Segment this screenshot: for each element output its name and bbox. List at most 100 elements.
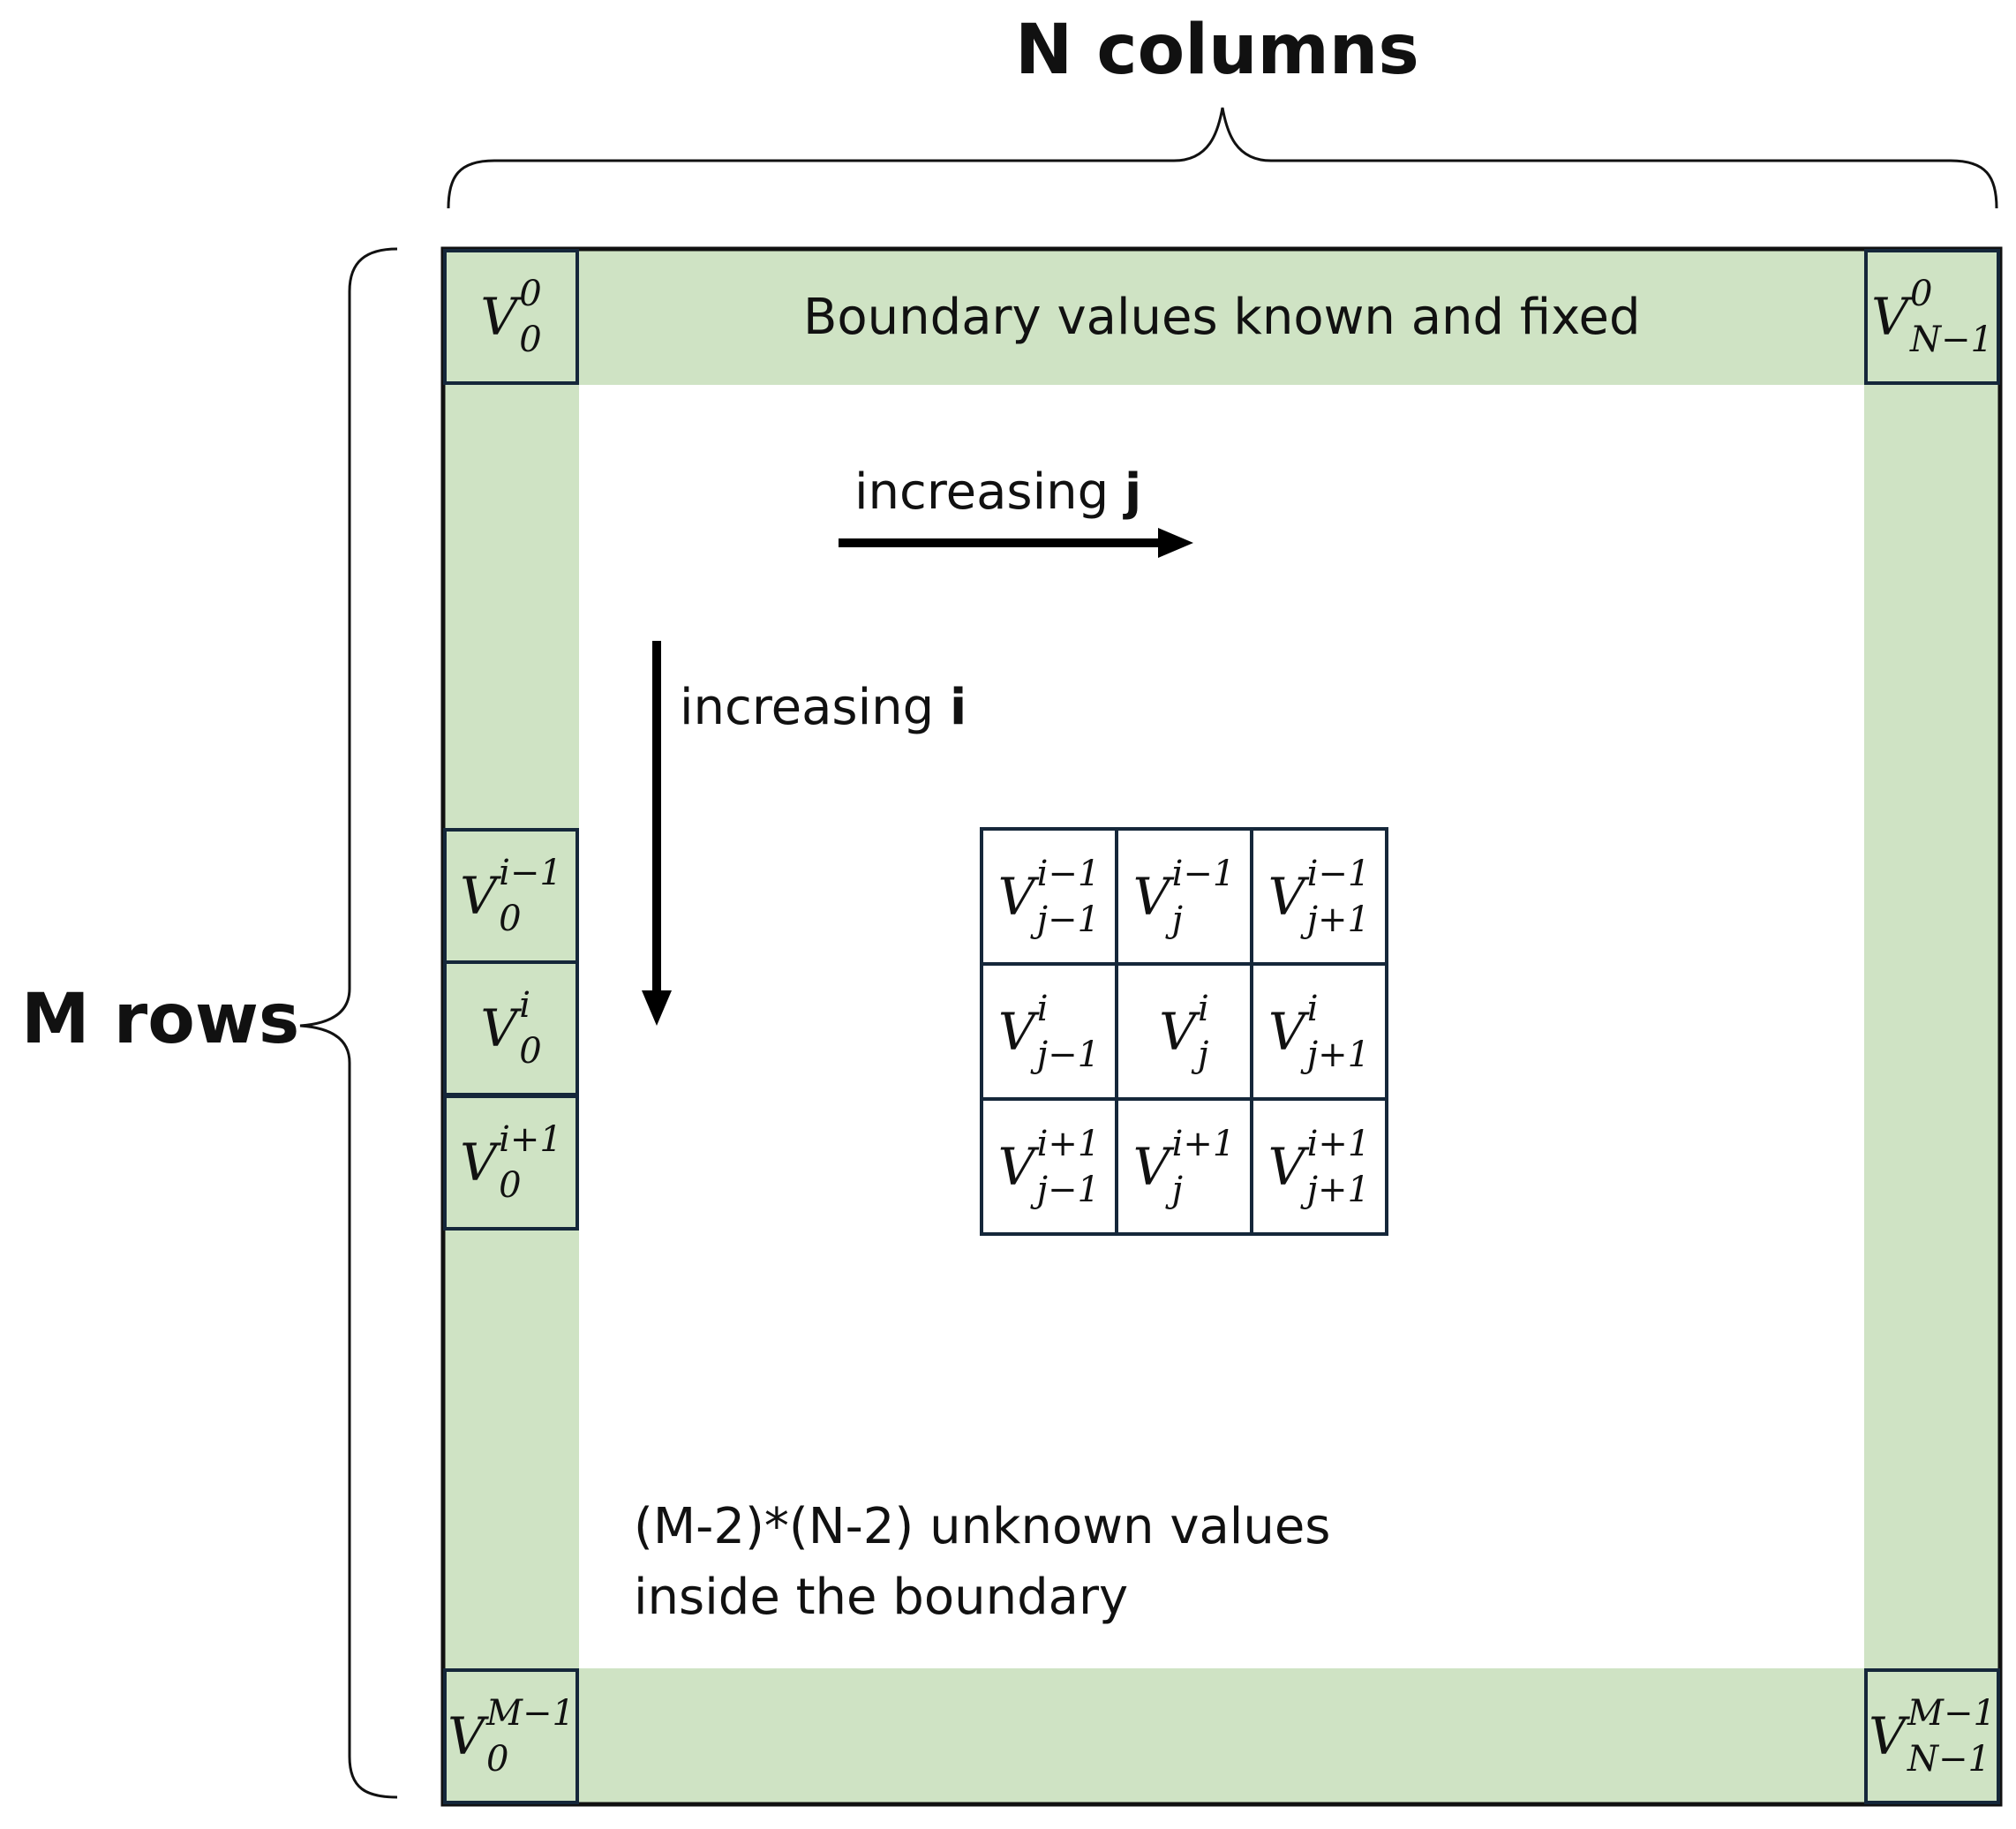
math-sup: i+1 bbox=[1171, 1123, 1236, 1164]
math-v: V bbox=[1268, 1001, 1305, 1062]
cell-left-expr: V i−1 0 bbox=[460, 855, 562, 937]
cell-left-i-plus-1: V i+1 0 bbox=[443, 1095, 579, 1231]
math-v: V bbox=[1268, 1136, 1305, 1197]
math-v: V bbox=[1871, 287, 1908, 347]
arrow-j-var: j bbox=[1124, 463, 1142, 521]
math-sub: N−1 bbox=[1909, 320, 1993, 360]
math-sub: 0 bbox=[485, 1739, 509, 1780]
columns-brace bbox=[447, 107, 1998, 209]
math-sub: 0 bbox=[499, 1165, 522, 1206]
math-sub: j+1 bbox=[1306, 1034, 1371, 1075]
math-v: V bbox=[997, 1136, 1035, 1197]
math-sup: 0 bbox=[519, 274, 542, 314]
arrow-i-var: i bbox=[949, 679, 967, 736]
math-sup: i bbox=[1198, 988, 1209, 1029]
math-sub: 0 bbox=[499, 899, 522, 939]
cell-bottom-left: V M−1 0 bbox=[443, 1668, 579, 1804]
math-v: V bbox=[1132, 1136, 1170, 1197]
cell-top-left-expr: V 0 0 bbox=[480, 276, 541, 358]
math-sup: M−1 bbox=[485, 1693, 575, 1734]
math-sup: i bbox=[519, 985, 531, 1026]
math-sub: j bbox=[1171, 1169, 1183, 1210]
arrow-i-text: increasing bbox=[680, 679, 950, 736]
math-sup: i−1 bbox=[1036, 853, 1101, 894]
math-sub: j bbox=[1171, 899, 1183, 940]
math-sub: j+1 bbox=[1306, 899, 1370, 940]
arrow-j-text: increasing bbox=[854, 463, 1125, 521]
unknowns-note-line1: (M-2)*(N-2) unknown values bbox=[634, 1498, 1331, 1555]
boundary-label: Boundary values known and fixed bbox=[803, 289, 1641, 346]
math-v: V bbox=[480, 998, 518, 1058]
math-sub: 0 bbox=[519, 320, 542, 360]
math-sup: i+1 bbox=[1306, 1123, 1371, 1164]
math-sub: j bbox=[1198, 1034, 1209, 1075]
math-v: V bbox=[460, 1133, 498, 1193]
cell-left-expr: V i 0 bbox=[480, 988, 541, 1069]
math-v: V bbox=[480, 287, 518, 347]
math-sub: j−1 bbox=[1036, 899, 1100, 940]
arrow-j-head bbox=[1158, 528, 1193, 558]
math-sup: i−1 bbox=[499, 853, 562, 893]
cell-top-left: V 0 0 bbox=[443, 249, 579, 385]
boundary-top-strip bbox=[443, 249, 2000, 385]
math-sub: 0 bbox=[519, 1031, 542, 1072]
arrow-i-label: increasing i bbox=[680, 683, 967, 733]
unknowns-note-line2: inside the boundary bbox=[634, 1569, 1129, 1626]
math-v: V bbox=[448, 1706, 485, 1766]
math-sup: i bbox=[1036, 988, 1049, 1029]
math-sup: 0 bbox=[1909, 274, 1933, 314]
rows-brace bbox=[299, 247, 398, 1799]
math-sub: j+1 bbox=[1306, 1169, 1370, 1210]
math-v: V bbox=[997, 1001, 1035, 1062]
arrow-j-label: increasing j bbox=[854, 468, 1141, 517]
cell-bottom-left-expr: V M−1 0 bbox=[448, 1696, 575, 1777]
math-v: V bbox=[1132, 866, 1170, 927]
math-sup: i−1 bbox=[1306, 853, 1371, 894]
math-sup: i+1 bbox=[1036, 1123, 1101, 1164]
unknowns-note: (M-2)*(N-2) unknown values inside the bo… bbox=[634, 1492, 1330, 1633]
cell-left-i: V i 0 bbox=[443, 960, 579, 1096]
math-v: V bbox=[997, 866, 1035, 927]
cell-left-expr: V i+1 0 bbox=[460, 1122, 562, 1203]
cell-left-i-minus-1: V i−1 0 bbox=[443, 828, 579, 964]
math-sub: N−1 bbox=[1907, 1739, 1990, 1780]
arrow-i-head bbox=[642, 990, 672, 1026]
boundary-bottom-strip bbox=[443, 1668, 2000, 1804]
math-sub: j−1 bbox=[1036, 1034, 1101, 1075]
math-sub: j−1 bbox=[1036, 1169, 1100, 1210]
math-sup: i−1 bbox=[1171, 853, 1236, 894]
math-v: V bbox=[1159, 1001, 1197, 1062]
math-sup: i+1 bbox=[499, 1119, 562, 1160]
rows-heading: M rows bbox=[21, 980, 300, 1059]
columns-heading: N columns bbox=[1015, 11, 1419, 90]
math-v: V bbox=[460, 866, 498, 926]
math-v: V bbox=[1268, 866, 1305, 927]
math-v: V bbox=[1869, 1706, 1906, 1766]
math-sup: M−1 bbox=[1907, 1693, 1996, 1734]
math-sup: i bbox=[1306, 988, 1319, 1029]
